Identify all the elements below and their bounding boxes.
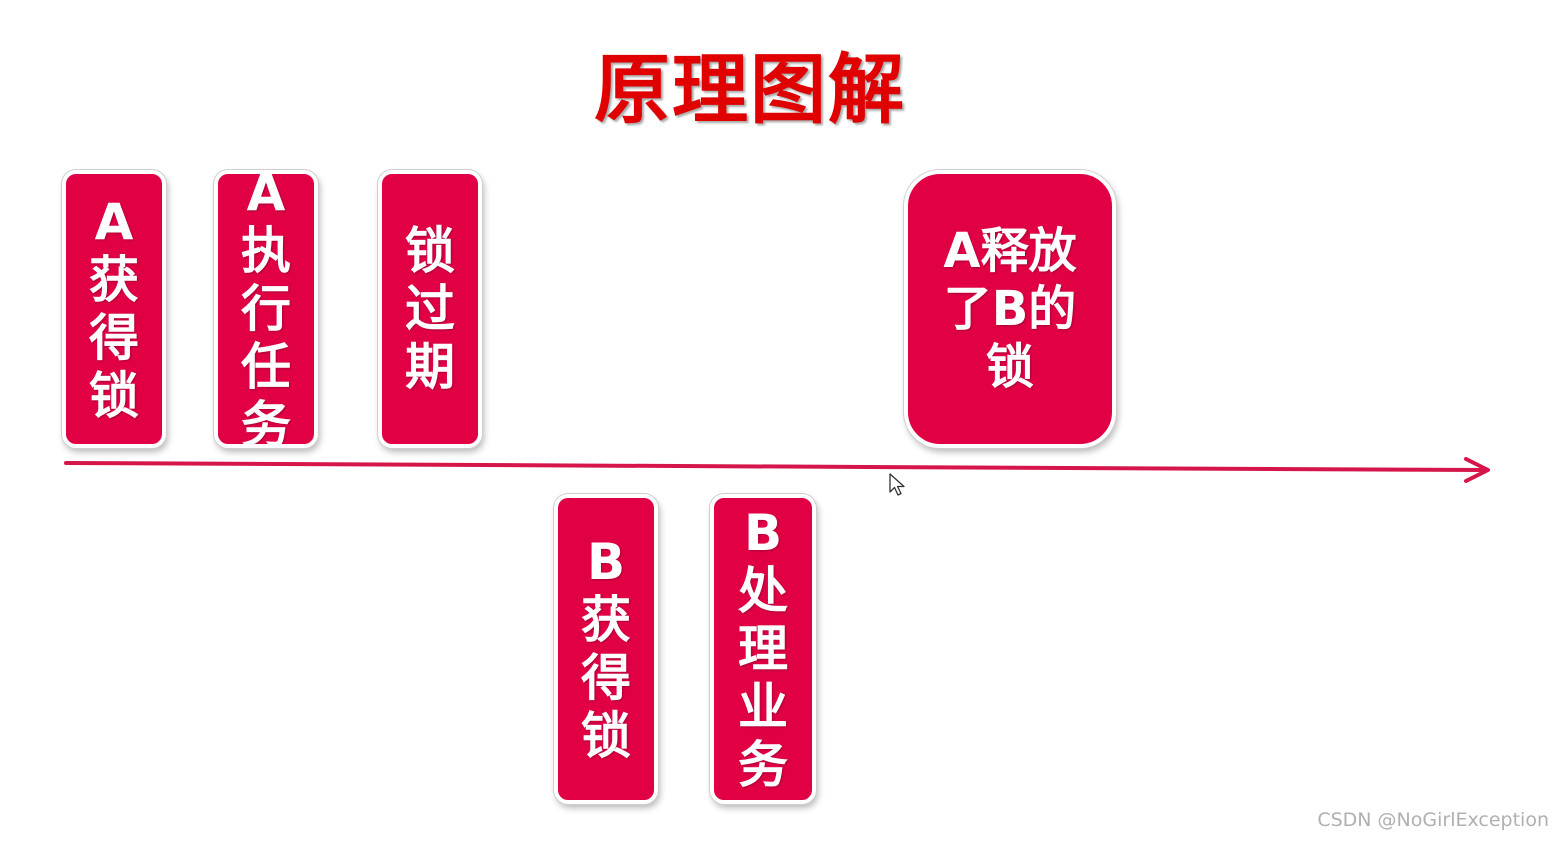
card-a-acquire-lock-label: A获得锁 [89,193,139,425]
card-a-execute-task: A执行任务 [214,170,318,448]
mouse-cursor-icon [889,473,905,496]
card-a-release-b-lock-label: A释放了B的锁 [943,223,1077,395]
diagram-title: 原理图解 [594,45,906,134]
card-lock-expire: 锁过期 [378,170,482,448]
card-b-acquire-lock-label: B获得锁 [581,533,631,765]
card-b-process-business-label: B处理业务 [738,504,788,794]
card-a-execute-task-label: A执行任务 [241,170,291,448]
card-lock-expire-label: 锁过期 [405,222,455,396]
card-b-process-business: B处理业务 [710,494,816,804]
card-a-acquire-lock: A获得锁 [62,170,166,448]
card-b-acquire-lock: B获得锁 [554,494,658,804]
watermark: CSDN @NoGirlException [1317,809,1549,831]
card-a-release-b-lock: A释放了B的锁 [904,170,1116,448]
